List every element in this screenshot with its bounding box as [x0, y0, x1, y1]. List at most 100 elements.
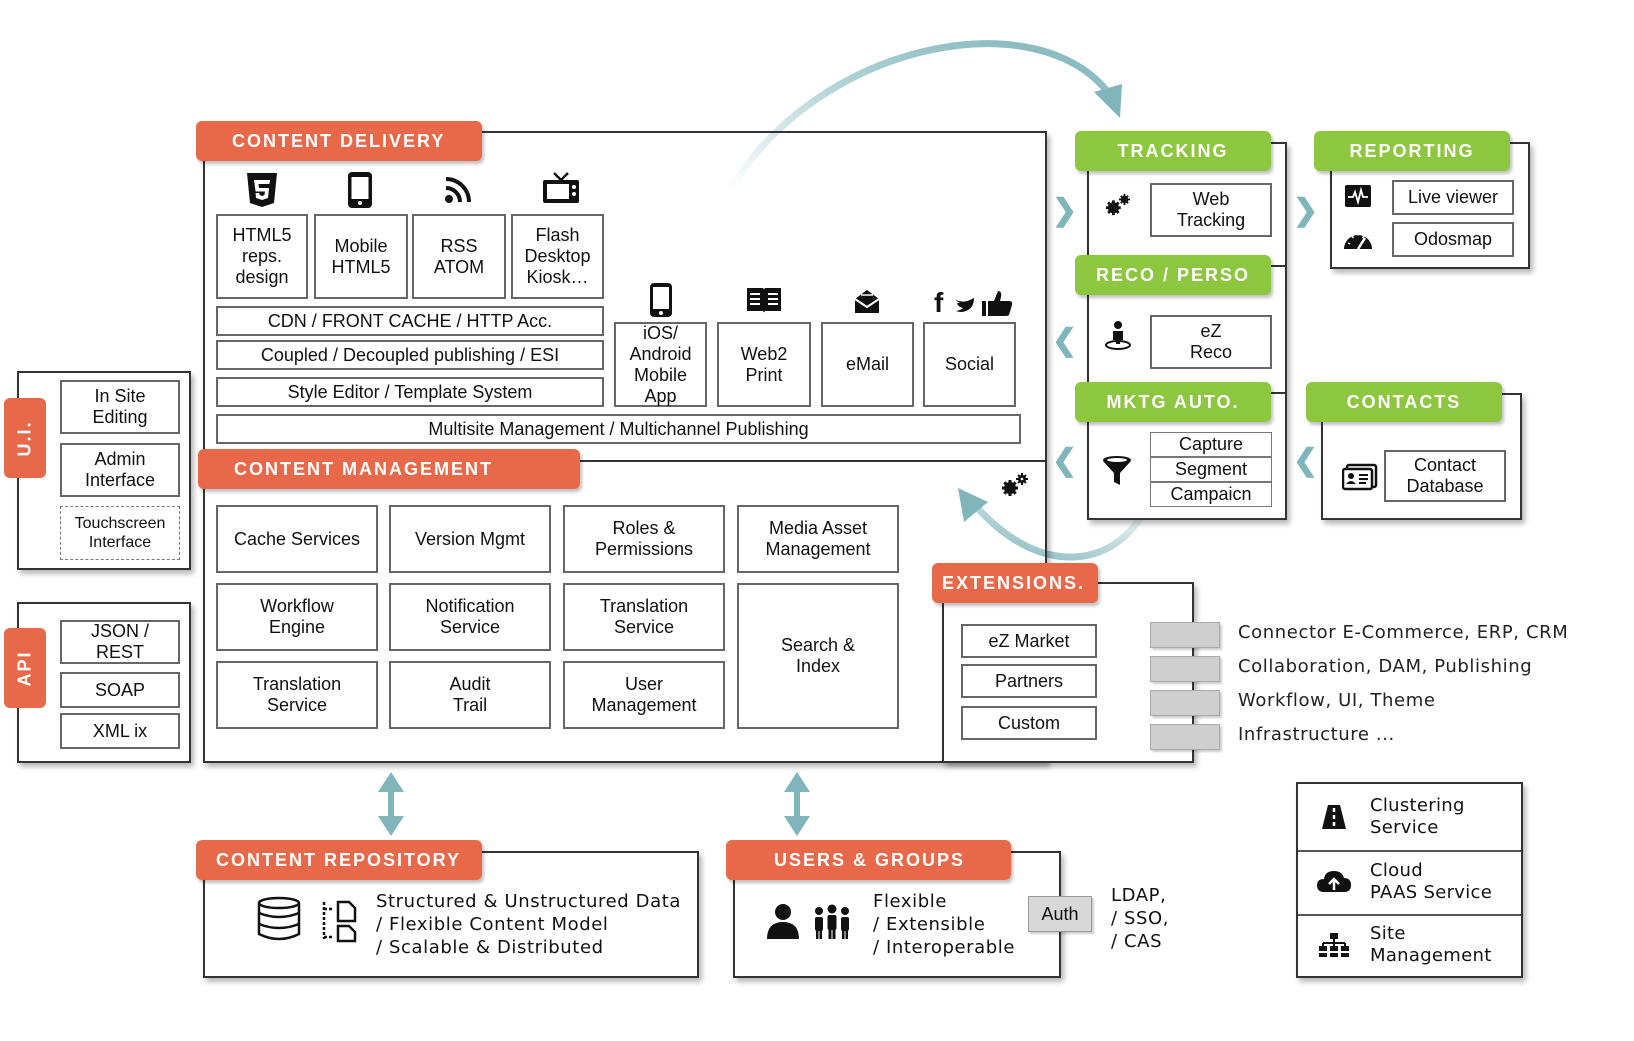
- channel-rss: RSS ATOM: [412, 214, 506, 299]
- user-icon: [762, 900, 804, 942]
- mobile-phone-icon: [340, 170, 380, 210]
- live-viewer-box: Live viewer: [1392, 180, 1514, 215]
- mail-icon: [848, 284, 886, 318]
- mktg-capture: Capture: [1150, 432, 1272, 457]
- connector-tab: [1150, 622, 1220, 648]
- road-sign-icon: [1298, 803, 1370, 831]
- cm-translation-service-2: Translation Service: [216, 661, 378, 729]
- mktg-auto-tag: MKTG AUTO.: [1075, 382, 1271, 422]
- repository-description: Structured & Unstructured Data / Flexibl…: [376, 891, 682, 958]
- tracking-flow-arrowhead: [1094, 84, 1122, 118]
- content-main-panel: [203, 131, 1047, 763]
- ui-admin-interface: Admin Interface: [60, 443, 180, 497]
- output-web2print: Web2 Print: [717, 322, 811, 407]
- mktg-flow-arrow: [972, 498, 1154, 561]
- monitor-chart-icon: [1340, 182, 1376, 212]
- reco-tag: RECO / PERSO: [1075, 255, 1271, 295]
- database-icon: [254, 894, 304, 944]
- content-management-tag: CONTENT MANAGEMENT: [198, 449, 580, 489]
- mktg-segment: Segment: [1150, 457, 1272, 482]
- cm-workflow-engine: Workflow Engine: [216, 583, 378, 651]
- connector-collaboration: Collaboration, DAM, Publishing: [1238, 656, 1533, 677]
- users-link-arrow: [784, 772, 810, 836]
- social-icons: f: [928, 284, 1018, 320]
- cm-version-mgmt: Version Mgmt: [389, 505, 551, 573]
- extensions-tag: EXTENSIONS.: [932, 563, 1098, 603]
- group-icon: [810, 902, 854, 942]
- api-soap: SOAP: [60, 672, 180, 708]
- contact-database-box: Contact Database: [1384, 450, 1506, 502]
- rss-icon: [438, 170, 478, 210]
- gears-icon: [1100, 190, 1136, 220]
- chevron-left-icon: ❮: [1052, 444, 1078, 477]
- chevron-right-icon: ❯: [1052, 194, 1078, 227]
- contacts-tag: CONTACTS: [1306, 382, 1502, 422]
- ext-ez-market: eZ Market: [961, 624, 1097, 658]
- feature-clustering: Clustering Service: [1298, 784, 1521, 852]
- users-groups-tag: USERS & GROUPS: [726, 840, 1011, 880]
- connector-tab: [1150, 656, 1220, 682]
- gauge-icon: [1340, 224, 1376, 254]
- auth-box: Auth: [1028, 896, 1092, 932]
- feature-site-management: Site Management: [1298, 914, 1521, 976]
- output-email: eMail: [821, 322, 914, 407]
- cm-notification-service: Notification Service: [389, 583, 551, 651]
- cm-roles-permissions: Roles & Permissions: [563, 505, 725, 573]
- connector-tab: [1150, 690, 1220, 716]
- api-xml: XML ix: [60, 713, 180, 749]
- web-tracking-box: Web Tracking: [1150, 183, 1272, 237]
- users-description: Flexible / Extensible / Interoperable: [873, 891, 1016, 958]
- cm-translation-service: Translation Service: [563, 583, 725, 651]
- channel-flash: Flash Desktop Kiosk…: [511, 214, 604, 299]
- tracking-tag: TRACKING: [1075, 131, 1271, 171]
- layer-publishing: Coupled / Decoupled publishing / ESI: [216, 340, 604, 370]
- repository-tag: CONTENT REPOSITORY: [196, 840, 482, 880]
- ext-custom: Custom: [961, 706, 1097, 740]
- ui-touchscreen-interface: Touchscreen Interface: [60, 506, 180, 560]
- cloud-upload-icon: [1298, 868, 1370, 896]
- chevron-right-icon: ❯: [1293, 194, 1319, 227]
- cm-cache-services: Cache Services: [216, 505, 378, 573]
- cm-user-management: User Management: [563, 661, 725, 729]
- output-social: Social: [923, 322, 1016, 407]
- book-icon: [742, 282, 786, 318]
- person-target-icon: [1100, 318, 1136, 352]
- cm-search-index: Search & Index: [737, 583, 899, 729]
- html5-icon: [240, 170, 284, 210]
- connector-infrastructure: Infrastructure ...: [1238, 724, 1395, 745]
- mktg-flow-arrowhead: [958, 488, 988, 522]
- funnel-icon: [1098, 452, 1136, 488]
- document-structure-icon: [318, 898, 362, 944]
- gears-icon: [998, 470, 1032, 500]
- multisite-bar: Multisite Management / Multichannel Publ…: [216, 414, 1021, 444]
- tracking-flow-arrow: [727, 40, 1113, 192]
- output-mobile-app: iOS/ Android Mobile App: [614, 322, 707, 407]
- ez-reco-box: eZ Reco: [1150, 315, 1272, 369]
- ui-tag: U.I.: [4, 398, 46, 478]
- auth-protocols: LDAP, / SSO, / CAS: [1111, 885, 1170, 952]
- tv-icon: [538, 168, 584, 208]
- section-divider: [203, 460, 1047, 462]
- content-delivery-tag: CONTENT DELIVERY: [196, 121, 482, 161]
- chevron-left-icon: ❮: [1052, 324, 1078, 357]
- api-tag: API: [4, 628, 46, 708]
- repository-link-arrow: [378, 772, 404, 836]
- ui-in-site-editing: In Site Editing: [60, 380, 180, 434]
- connector-workflow: Workflow, UI, Theme: [1238, 690, 1436, 711]
- odosmap-box: Odosmap: [1392, 222, 1514, 257]
- reporting-tag: REPORTING: [1314, 131, 1510, 171]
- connector-ecommerce: Connector E-Commerce, ERP, CRM: [1238, 622, 1569, 643]
- features-panel: Clustering Service Cloud PAAS Service Si…: [1296, 782, 1523, 978]
- contact-card-icon: [1340, 460, 1380, 494]
- channel-html5: HTML5 reps. design: [216, 214, 308, 299]
- chevron-left-icon: ❮: [1293, 444, 1319, 477]
- layer-cdn: CDN / FRONT CACHE / HTTP Acc.: [216, 306, 604, 336]
- api-json-rest: JSON / REST: [60, 620, 180, 664]
- channel-mobile-html5: Mobile HTML5: [314, 214, 408, 299]
- feature-cloud: Cloud PAAS Service: [1298, 850, 1521, 916]
- smartphone-icon: [644, 280, 678, 320]
- cm-audit-trail: Audit Trail: [389, 661, 551, 729]
- layer-style-editor: Style Editor / Template System: [216, 377, 604, 407]
- ext-partners: Partners: [961, 664, 1097, 698]
